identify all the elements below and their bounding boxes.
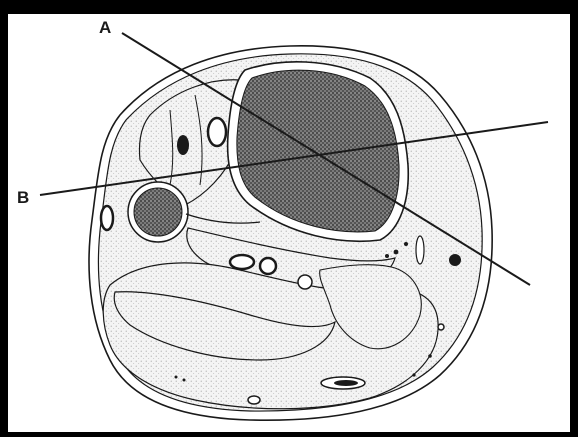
saphenous-vein (101, 206, 113, 230)
small-vessel-3 (385, 254, 389, 258)
small-vessel-9 (183, 379, 186, 382)
label-b: B (17, 188, 29, 207)
small-vessel-8 (175, 376, 178, 379)
label-a: A (99, 18, 111, 37)
anterior-tibial-vessel (208, 118, 226, 146)
anterior-tibial-nerve (177, 135, 189, 155)
fibula-marrow (134, 188, 182, 236)
small-vessel-1 (394, 250, 399, 255)
great-saphenous-dot (449, 254, 461, 266)
small-vessel-7 (298, 275, 312, 289)
small-vessel-6 (412, 373, 415, 376)
medial-vessel (416, 236, 424, 264)
peroneal-vessel (260, 258, 276, 274)
posterior-tibial-vessel (230, 255, 254, 269)
sural-nerve-core (334, 380, 358, 386)
small-vessel-4 (438, 324, 444, 330)
small-saphenous-vein (248, 396, 260, 404)
small-vessel-5 (428, 354, 432, 358)
small-vessel-2 (404, 242, 408, 246)
